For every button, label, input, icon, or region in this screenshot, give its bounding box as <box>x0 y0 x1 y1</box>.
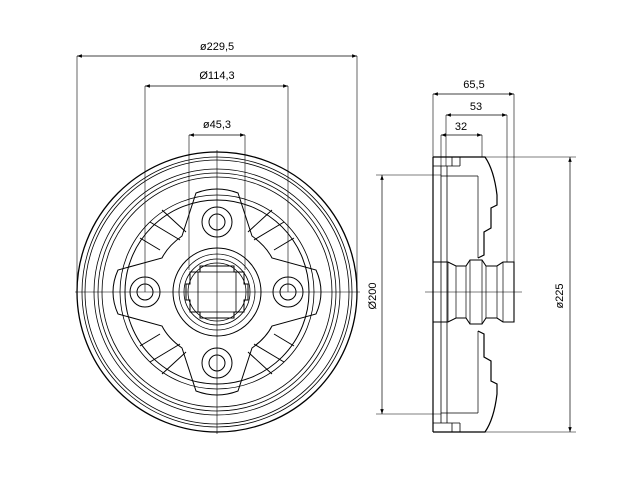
front-center-lines <box>75 150 360 434</box>
dim-drum-outer-diameter-label: ø225 <box>554 283 566 308</box>
dim-drum-inner-diameter-label: Ø200 <box>367 283 379 310</box>
dim-bolt-circle-label: Ø114,3 <box>199 70 234 82</box>
drum-profile <box>432 156 498 433</box>
dim-flange-width-label: 32 <box>455 121 467 133</box>
dim-drum-inner-diameter: Ø200 <box>367 174 441 415</box>
dim-hub-width: 53 <box>445 101 508 262</box>
dim-outer-diameter: ø229,5 <box>76 41 358 292</box>
dim-center-bore: ø45,3 <box>188 119 246 270</box>
dim-center-bore-label: ø45,3 <box>203 119 231 131</box>
side-view: 65,5 53 32 Ø200 ø225 <box>367 79 576 433</box>
dim-hub-width-label: 53 <box>470 101 482 113</box>
dim-outer-diameter-label: ø229,5 <box>200 41 234 53</box>
dim-flange-width: 32 <box>440 121 483 166</box>
dim-total-width-label: 65,5 <box>463 79 484 91</box>
dim-bolt-circle: Ø114,3 <box>144 70 289 292</box>
front-view: ø229,5 Ø114,3 ø45,3 <box>75 41 360 434</box>
dim-total-width: 65,5 <box>432 79 515 262</box>
hub-body <box>112 188 322 396</box>
dim-drum-outer-diameter: ø225 <box>485 156 576 433</box>
